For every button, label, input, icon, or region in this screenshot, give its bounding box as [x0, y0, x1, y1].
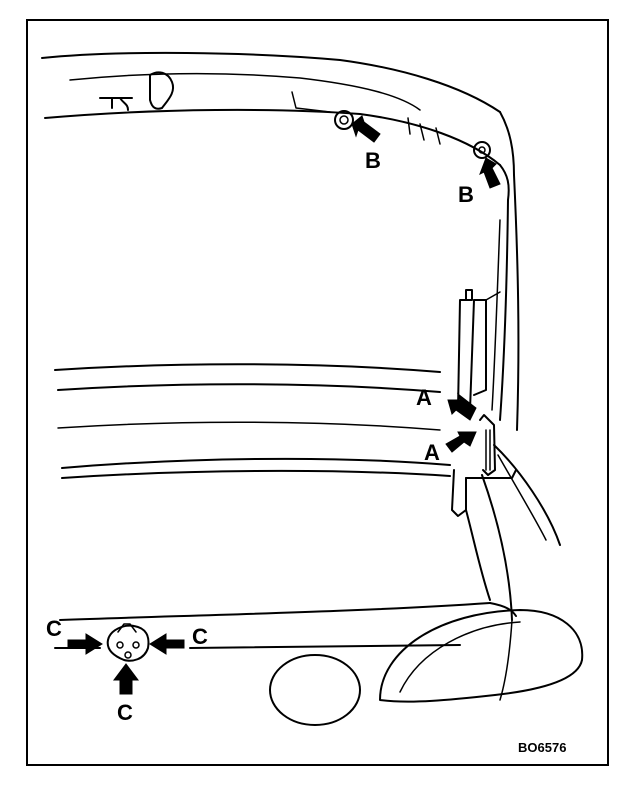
arrow-b-top [351, 115, 381, 143]
label-c-right: C [192, 624, 208, 649]
arrow-b-right [479, 157, 501, 189]
grommet-b-top [334, 110, 354, 130]
arrow-a-lower [445, 431, 477, 453]
arrow-a-upper [447, 392, 477, 421]
tail-light [379, 609, 584, 703]
diagram-frame [26, 19, 609, 766]
grommet-b-right [473, 141, 491, 159]
trunk-lid-outline [41, 51, 520, 431]
lid-details [99, 71, 441, 145]
label-b-top: B [365, 148, 381, 173]
label-a-upper: A [416, 385, 432, 410]
label-c-left: C [46, 616, 62, 641]
arrow-c-right [149, 633, 185, 655]
license-recess [269, 654, 361, 726]
clip-c [106, 623, 150, 662]
rear-fender [54, 509, 517, 649]
body-lines [54, 363, 451, 479]
label-a-lower: A [424, 440, 440, 465]
wiring-harness [481, 444, 561, 701]
hinge-bracket [451, 414, 517, 517]
label-b-right: B [458, 182, 474, 207]
arrow-c-left [67, 633, 103, 655]
arrow-c-bottom [113, 663, 139, 695]
figure-code: BO6576 [518, 740, 566, 755]
label-c-bottom: C [117, 700, 133, 725]
